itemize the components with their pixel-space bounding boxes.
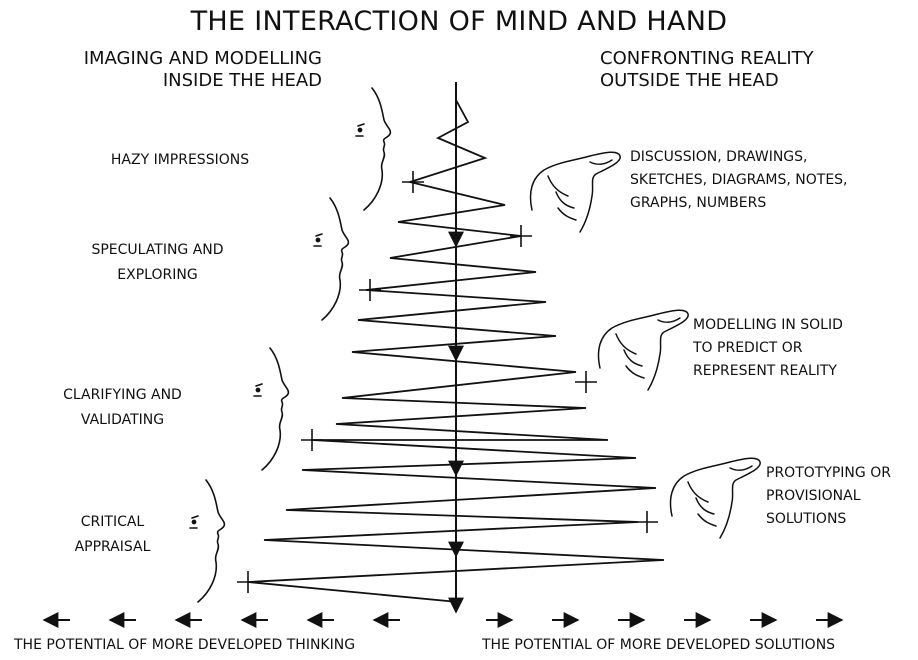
stage-clarifying-validating: CLARIFYING AND VALIDATING — [63, 387, 182, 428]
output-prototyping: PROTOTYPING OR PROVISIONAL SOLUTIONS — [766, 465, 891, 527]
face-profile-icon — [189, 479, 226, 603]
face-profile-icon — [313, 197, 350, 321]
header-inside-head: IMAGING AND MODELLING INSIDE THE HEAD — [83, 48, 322, 91]
diagram-title: THE INTERACTION OF MIND AND HAND — [190, 6, 728, 37]
output-drawings-notes: DISCUSSION, DRAWINGS, SKETCHES, DIAGRAMS… — [630, 149, 848, 211]
stage-speculating-exploring: SPECULATING AND EXPLORING — [91, 242, 224, 283]
face-profile-icon — [253, 347, 290, 471]
face-profile-icon — [355, 87, 392, 211]
pointing-hand-icon — [597, 309, 689, 391]
stage-hazy-impressions: HAZY IMPRESSIONS — [110, 152, 250, 168]
pointing-hand-icon — [669, 457, 761, 539]
header-outside-head: CONFRONTING REALITY OUTSIDE THE HEAD — [600, 48, 814, 91]
mind-hand-zigzag — [247, 99, 665, 603]
output-solid-modelling: MODELLING IN SOLID TO PREDICT OR REPRESE… — [693, 317, 843, 379]
pointing-hand-icon — [529, 151, 621, 233]
footer-developed-solutions: THE POTENTIAL OF MORE DEVELOPED SOLUTION… — [482, 637, 836, 653]
stage-critical-appraisal: CRITICAL APPRAISAL — [74, 514, 151, 555]
footer-developed-thinking: THE POTENTIAL OF MORE DEVELOPED THINKING — [14, 637, 356, 653]
crossing-ticks — [237, 171, 658, 593]
